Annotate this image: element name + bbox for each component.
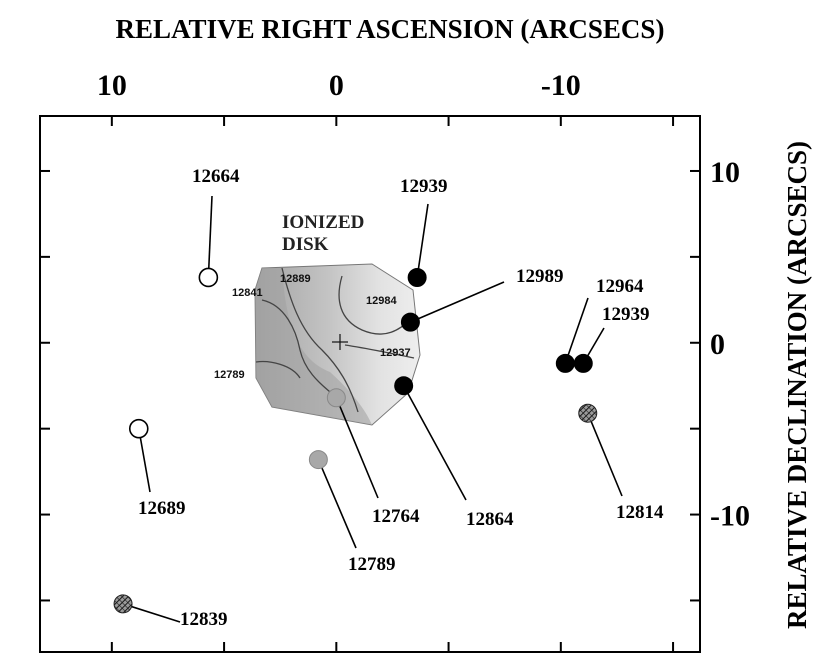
contour-label: 12937 <box>380 347 411 359</box>
data-point <box>394 376 414 396</box>
data-point <box>555 353 575 373</box>
leader-lines <box>122 195 623 623</box>
y-tick-label: 10 <box>710 156 740 189</box>
leader-line <box>402 385 467 501</box>
point-label: 12814 <box>616 502 664 523</box>
x-tick-label: 10 <box>97 69 127 102</box>
contour-line <box>338 275 413 335</box>
data-point <box>573 353 593 373</box>
ionized-disk: 12889 12841 12984 12937 12789 IONIZED DI… <box>214 212 421 426</box>
contour-label: 12984 <box>366 295 397 307</box>
leader-line <box>317 459 357 549</box>
contour-label: 12841 <box>232 287 263 299</box>
point-label: 12764 <box>372 506 420 527</box>
leader-line <box>416 203 429 278</box>
region-label-line1: IONIZED <box>282 212 364 233</box>
region-label-line2: DISK <box>282 234 329 255</box>
y-ticks <box>40 169 700 602</box>
contour-line <box>344 344 415 359</box>
contour-line <box>255 360 301 379</box>
leader-line <box>335 397 379 499</box>
contour-line <box>281 267 359 413</box>
contour-label: 12789 <box>214 369 245 381</box>
leader-line <box>137 428 151 493</box>
point-label: 12939 <box>400 176 448 197</box>
data-point-hatch <box>114 594 133 613</box>
data-point <box>128 418 149 439</box>
point-label: 12864 <box>466 509 514 530</box>
data-point <box>400 312 420 332</box>
plot-frame <box>39 115 701 653</box>
data-point <box>198 267 219 288</box>
point-label: 12939 <box>602 304 650 325</box>
contour-label: 12889 <box>280 273 311 285</box>
disk-dark-zone <box>255 268 372 425</box>
y-tick-labels: 10 0 -10 <box>710 156 750 533</box>
point-label: 12964 <box>596 276 644 297</box>
x-tick-label: 0 <box>329 69 344 102</box>
point-label: 12989 <box>516 266 564 287</box>
y-axis-title: RELATIVE DECLINATION (ARCSECS) <box>782 141 812 629</box>
leader-line <box>587 412 623 497</box>
leader-line <box>410 281 505 323</box>
point-label: 12664 <box>192 166 240 187</box>
data-points <box>113 267 598 614</box>
point-label: 12689 <box>138 498 186 519</box>
y-tick-label: -10 <box>710 500 750 533</box>
x-ticks <box>110 116 675 652</box>
point-labels: 12664 12939 12989 12964 12939 12864 12764 12789… <box>138 166 664 630</box>
contour-line <box>261 299 331 393</box>
x-axis-title: RELATIVE RIGHT ASCENSION (ARCSECS) <box>116 14 665 44</box>
point-label: 12839 <box>180 609 228 630</box>
data-point-hatch <box>578 404 597 423</box>
y-tick-label: 0 <box>710 328 725 361</box>
point-label: 12789 <box>348 554 396 575</box>
data-point <box>308 450 328 470</box>
data-point <box>326 388 346 408</box>
x-tick-label: -10 <box>541 69 581 102</box>
x-tick-labels: 10 0 -10 <box>97 69 581 102</box>
leader-line <box>122 603 181 623</box>
data-point <box>407 267 427 287</box>
leader-line <box>207 195 213 278</box>
leader-line <box>564 297 589 364</box>
